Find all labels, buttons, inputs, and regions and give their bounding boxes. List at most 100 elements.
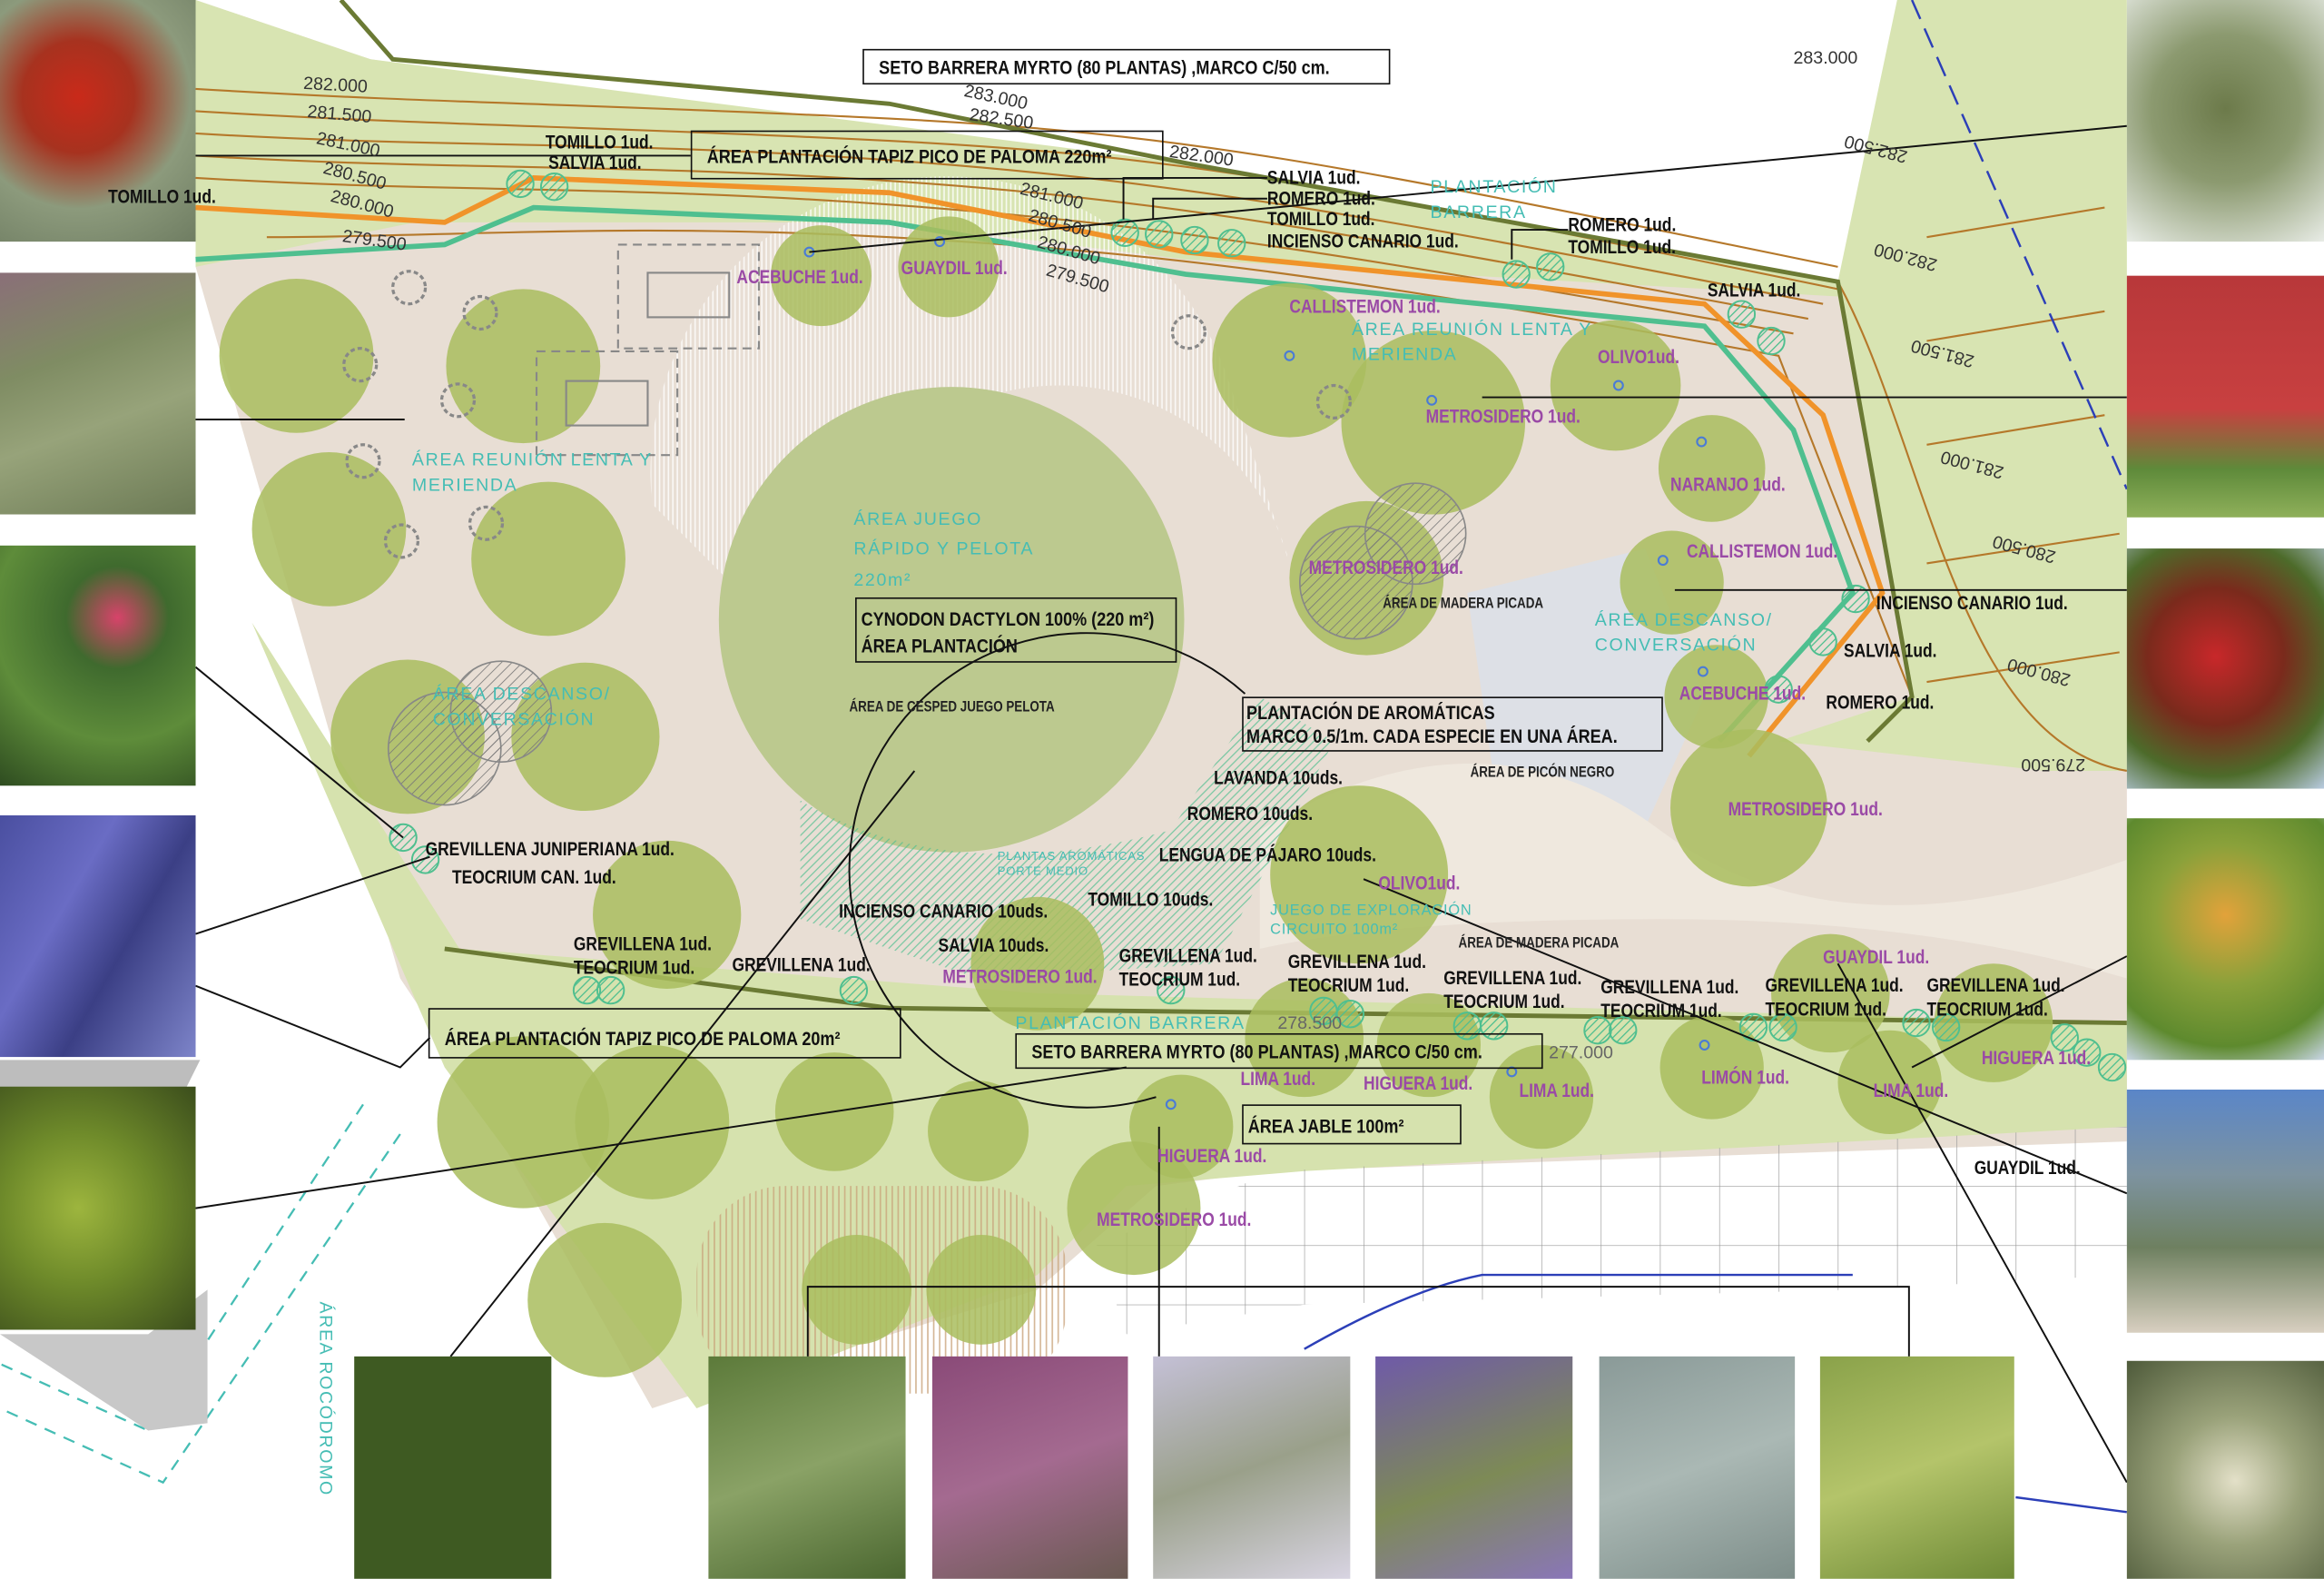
grey-ramp [0, 1289, 208, 1431]
area-exploracion: JUEGO DE EXPLORACIÓN CIRCUITO 100m² [1270, 902, 1472, 940]
property-line [1910, 0, 2128, 490]
label-line: PORTE MEDIO [997, 864, 1088, 879]
label-line: PLANTAS AROMÁTICAS [997, 849, 1146, 864]
tree-label: LIMA 1ud. [1519, 1079, 1594, 1102]
contour-label: 278.500 [1277, 1012, 1343, 1033]
shrub-label: TOMILLO 1ud. [108, 185, 216, 208]
slope-band-bottom [251, 622, 2127, 1409]
grevillena-teocrium-label: GREVILLENA 1ud.TEOCRIUM 1ud. [1600, 975, 1738, 1022]
photo-lawn [354, 1356, 552, 1579]
label-line: BARRERA [1430, 202, 1527, 223]
photo-hedge [0, 1086, 196, 1330]
aromaticas-title: PLANTACIÓN DE AROMÁTICAS [1246, 701, 1495, 724]
photo-lavender [0, 814, 196, 1058]
area-plantacion-barrera-bottom: PLANTACIÓN BARRERA [1015, 1012, 1246, 1033]
tree-trunk-markers [803, 236, 1710, 1110]
grevillena-teocrium-label: GREVILLENA 1ud.TEOCRIUM 1ud. [1443, 966, 1581, 1013]
shrub-label: SALVIA 10uds. [938, 933, 1049, 957]
tree-label: OLIVO1ud. [1597, 345, 1679, 368]
surface-label-madera: ÁREA DE MADERA PICADA [1458, 935, 1620, 952]
contour-lines [195, 87, 2128, 773]
photo-kangaroo-paw [0, 0, 196, 242]
tree-label: LIMA 1ud. [1240, 1067, 1316, 1090]
orange-path [195, 175, 1886, 758]
contour-label: 282.000 [302, 73, 369, 97]
teal-path [195, 204, 1856, 744]
photo-guaydil [2126, 1360, 2324, 1579]
cynodon-area-label: ÁREA PLANTACIÓN [861, 634, 1018, 657]
photo-olive-old [2126, 1089, 2324, 1333]
tree-label: ACEBUCHE 1ud. [736, 265, 863, 288]
existing-trees-hatched [387, 482, 1467, 806]
jable-label: ÁREA JABLE 100m² [1247, 1114, 1404, 1138]
paving-grid [1097, 1126, 2127, 1335]
label-line: ÁREA DESCANSO/ [1594, 609, 1773, 630]
shrub-label: GREVILLENA 1ud. [732, 952, 871, 976]
label-line: CIRCUITO 100m² [1270, 922, 1399, 939]
label-line: GREVILLENA 1ud. [1287, 950, 1426, 973]
shrub-label: ROMERO 1ud. [1568, 213, 1677, 236]
shrub-symbols [389, 169, 2127, 1082]
label-line: ÁREA JUEGO [853, 508, 982, 529]
surface-label-cesped: ÁREA DE CESPED JUEGO PELOTA [849, 699, 1055, 716]
area-plantacion-barrera-top: PLANTACIÓN BARRERA [1431, 175, 1558, 227]
shrub-label: TOMILLO 10uds. [1088, 887, 1214, 911]
grevillena-teocrium-label: GREVILLENA 1ud.TEOCRIUM 1ud. [1288, 951, 1426, 998]
tree-label: METROSIDERO 1ud. [1728, 797, 1883, 820]
lawn-circle [718, 387, 1185, 853]
aromatic-hatch-area [800, 696, 1334, 979]
shrub-label: SALVIA 1ud. [548, 151, 642, 174]
area-descanso-right: ÁREA DESCANSO/CONVERSACIÓN [1595, 607, 1773, 659]
blue-curve [1304, 1273, 2128, 1514]
label-line: TEOCRIUM 1ud. [1600, 999, 1722, 1021]
label-line: TEOCRIUM 1ud. [1118, 968, 1241, 991]
tree-label: HIGUERA 1ud. [1157, 1144, 1267, 1167]
photo-olive-tree [2126, 0, 2324, 242]
tree-label: METROSIDERO 1ud. [1425, 404, 1581, 428]
contour-label: 277.000 [1549, 1041, 1613, 1063]
label-line: GREVILLENA 1ud. [1926, 973, 2065, 997]
tree-label: METROSIDERO 1ud. [1308, 556, 1463, 578]
photo-grevillea [0, 545, 196, 786]
tapiz-20-box: ÁREA PLANTACIÓN TAPIZ PICO DE PALOMA 20m… [428, 1008, 901, 1059]
contour-label: 279.500 [2021, 755, 2086, 775]
rocodromo-outline [0, 1103, 401, 1485]
label-line: GREVILLENA 1ud. [1443, 966, 1582, 989]
surface-label-madera: ÁREA DE MADERA PICADA [1383, 596, 1544, 613]
label-line: TEOCRIUM 1ud. [1765, 997, 1886, 1021]
photo-callistemon [2126, 548, 2324, 789]
label-line: 220m² [853, 568, 912, 590]
label-line: JUEGO DE EXPLORACIÓN [1270, 903, 1472, 920]
label-line: ÁREA REUNIÓN LENTA Y [1351, 319, 1592, 340]
grevillena-teocrium-label: GREVILLENA 1ud.TEOCRIUM 1ud. [1926, 974, 2064, 1021]
tree-label: LIMÓN 1ud. [1701, 1065, 1789, 1089]
shrub-label: LAVANDA 10uds. [1214, 766, 1343, 789]
label-line: PLANTACIÓN [1430, 176, 1558, 198]
label-line: MERIENDA [411, 475, 518, 496]
boundary-wall [339, 0, 1915, 744]
tree-label: GUAYDIL 1ud. [901, 256, 1008, 279]
label-line: GREVILLENA 1ud. [1765, 973, 1904, 997]
photo-groundcover [0, 272, 196, 515]
label-line: TEOCRIUM 1ud. [573, 956, 695, 979]
label-line: TEOCRIUM 1ud. [1287, 973, 1410, 997]
photo-thyme [931, 1356, 1128, 1579]
shrub-label: SALVIA 1ud. [1844, 638, 1937, 662]
label-line: GREVILLENA 1ud. [1600, 975, 1739, 998]
contour-label: 283.000 [1793, 47, 1858, 69]
leader-lines [194, 124, 2128, 1484]
grevillena-teocrium-label: GREVILLENA 1ud.TEOCRIUM 1ud. [1119, 944, 1257, 992]
jable-box: ÁREA JABLE 100m² [1242, 1104, 1462, 1145]
photo-metrosidero [2126, 275, 2324, 518]
photo-orange-tree [2126, 818, 2324, 1061]
label-line: TEOCRIUM 1ud. [1443, 990, 1565, 1013]
seto-barrera-top-box: SETO BARRERA MYRTO (80 PLANTAS) ,MARCO C… [862, 48, 1391, 85]
shrub-label: GUAYDIL 1ud. [1974, 1156, 2081, 1179]
seating-circles [342, 270, 1352, 559]
shrub-label: SALVIA 1ud. [1266, 165, 1361, 189]
